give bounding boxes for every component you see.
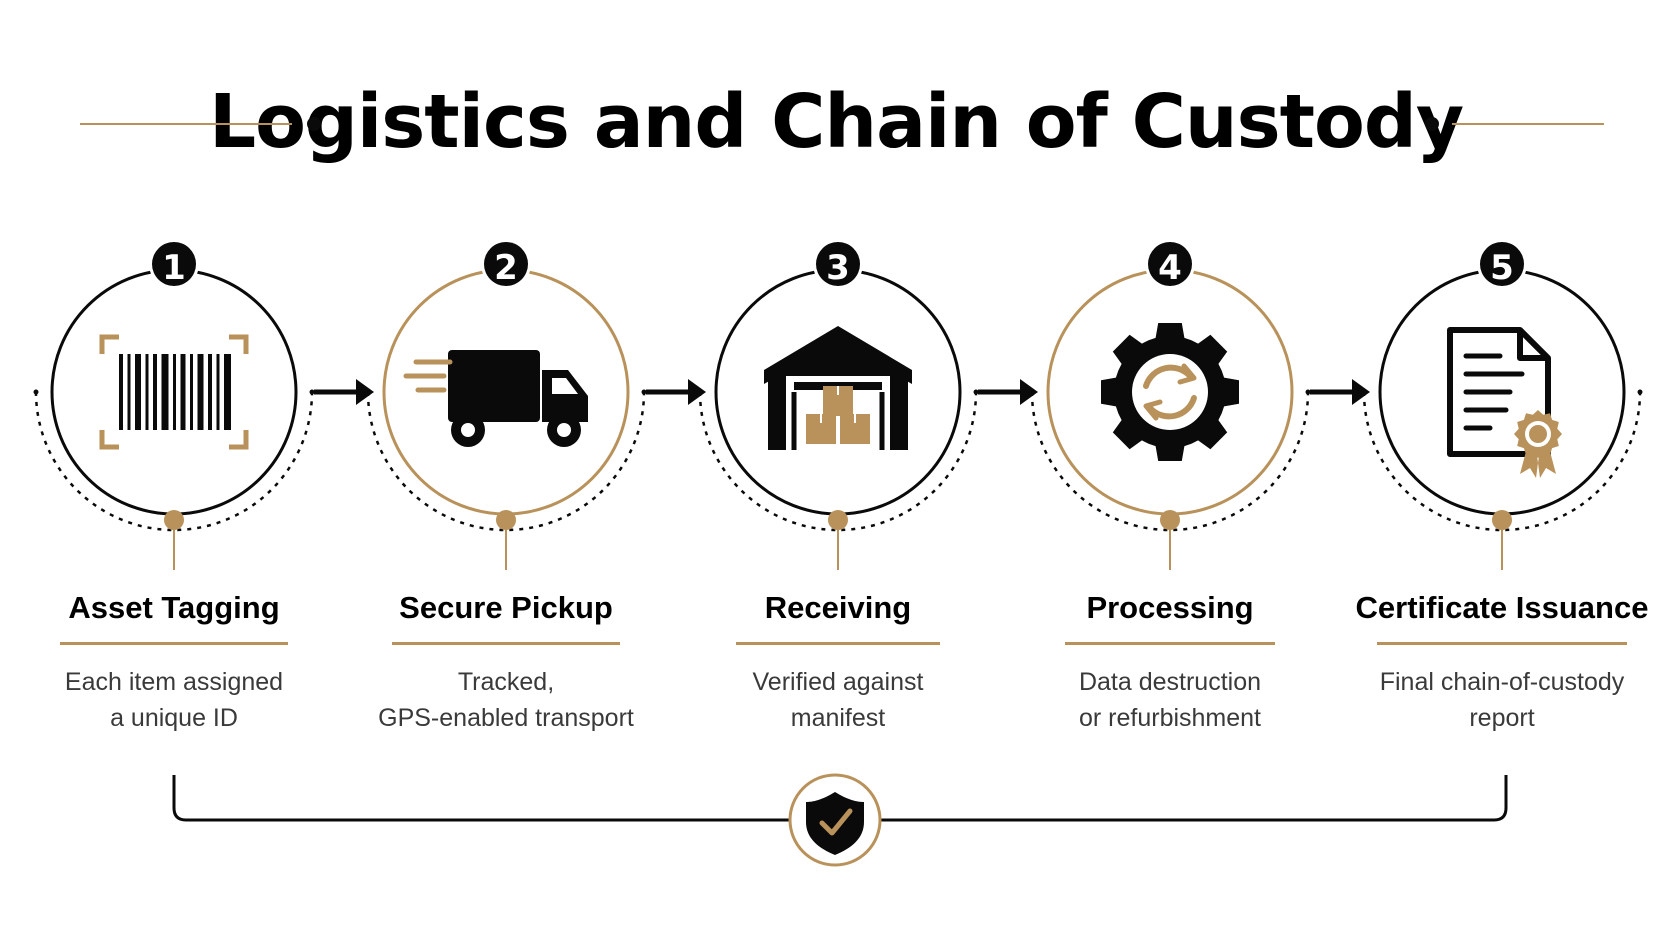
step-number: 2 (494, 248, 518, 288)
page-title: Logistics and Chain of Custody (208, 79, 1464, 165)
arc-end-dot (33, 389, 39, 395)
step-title: Processing (1086, 590, 1254, 625)
step-number: 4 (1158, 248, 1182, 288)
step-5: 5 (1361, 239, 1643, 570)
step-description-line: Data destruction (1078, 668, 1262, 696)
arc-end-dot (1305, 389, 1311, 395)
flow-arrow (978, 379, 1038, 405)
step-number: 3 (826, 248, 850, 288)
gear-icon (1101, 323, 1239, 461)
step-description-line: a unique ID (110, 704, 238, 732)
step-title: Receiving (764, 590, 912, 625)
step-description-line: Final chain-of-custody (1379, 668, 1625, 696)
flow-arrow (314, 379, 374, 405)
step-description: Data destruction or refurbishment (1010, 664, 1330, 736)
arc-end-dot (641, 389, 647, 395)
step-description: Tracked, GPS-enabled transport (346, 664, 666, 736)
barcode-icon (99, 334, 249, 450)
step-connector-dot (1492, 510, 1512, 530)
step-4: 4 (1029, 239, 1311, 570)
footer-bracket (172, 775, 1508, 822)
arc-end-dot (309, 389, 315, 395)
step-description-line: Each item assigned (64, 668, 284, 696)
step-title-underline (736, 642, 940, 645)
step-title: Certificate Issuance (1355, 590, 1649, 625)
step-description-line: Tracked, (457, 668, 555, 696)
arc-end-dot (1637, 389, 1643, 395)
step-title-underline (1065, 642, 1275, 645)
step-description-line: GPS-enabled transport (378, 704, 634, 732)
step-2: 2 (365, 239, 647, 570)
step-1: 1 (33, 239, 315, 570)
truck-icon (403, 350, 588, 447)
step-connector-dot (164, 510, 184, 530)
step-connector-dot (1160, 510, 1180, 530)
step-title-underline (1377, 642, 1627, 645)
step-title: Secure Pickup (399, 590, 613, 625)
step-connector-dot (828, 510, 848, 530)
step-title-underline (392, 642, 620, 645)
step-number: 1 (162, 248, 186, 288)
step-number: 5 (1490, 248, 1514, 288)
warehouse-icon (764, 326, 912, 450)
arc-end-dot (973, 389, 979, 395)
step-description: Each item assigned a unique ID (14, 664, 334, 736)
flow-arrow (1310, 379, 1370, 405)
step-description-line: or refurbishment (1078, 704, 1262, 732)
title-dot-right (1425, 117, 1439, 131)
certificate-icon (1447, 327, 1562, 478)
step-connector-dot (496, 510, 516, 530)
step-description: Verified against manifest (678, 664, 998, 736)
step-description-line: manifest (790, 704, 886, 732)
step-title-underline (60, 642, 288, 645)
flow-arrow (646, 379, 706, 405)
step-description-line: Verified against (752, 668, 924, 696)
step-description: Final chain-of-custody report (1342, 664, 1662, 736)
step-title: Asset Tagging (68, 590, 280, 625)
title-dot-left (307, 117, 321, 131)
step-3: 3 (697, 239, 979, 570)
step-description-line: report (1469, 704, 1535, 732)
shield-check-icon (788, 773, 882, 867)
